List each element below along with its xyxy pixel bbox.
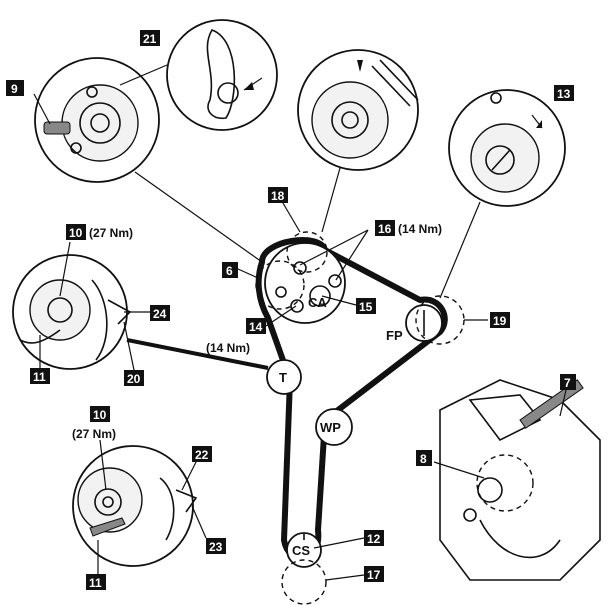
callout-16: 16 [375, 220, 395, 236]
leader-12 [313, 537, 365, 549]
water-pump-pulley: WP [315, 408, 353, 446]
water-pump-label: WP [320, 420, 341, 435]
callout-15: 15 [356, 298, 376, 314]
fuel-pump-pulley: FP [386, 304, 443, 343]
svg-text:13: 13 [557, 87, 571, 101]
crankshaft-pulley: CS [286, 532, 322, 568]
detail-camshaft-locking-pin [34, 57, 160, 183]
camshaft-mark-zone [255, 260, 305, 310]
camshaft-label: CA [308, 295, 327, 310]
crankshaft-label: CS [292, 543, 310, 558]
detail-fuel-pump-timing-mark [448, 89, 566, 207]
camshaft-pulley: CA [264, 242, 346, 324]
fuel-pump-label: FP [386, 328, 403, 343]
leader-16a [299, 229, 369, 266]
leader-14 [265, 305, 297, 327]
callout-24: 24 [150, 305, 170, 321]
callout-11b: 11 [86, 574, 106, 590]
svg-text:11: 11 [89, 576, 102, 590]
detail-tensioner-upper [12, 254, 132, 370]
tensioner-pulley: T [266, 359, 302, 395]
svg-text:10: 10 [69, 226, 83, 240]
callout-21: 21 [140, 30, 160, 46]
svg-text:11: 11 [33, 370, 46, 384]
leader-7 [559, 389, 567, 417]
detail-crankshaft-locking-tool [439, 379, 601, 581]
callout-18: 18 [268, 187, 288, 203]
detail-tensioner-lower [72, 445, 198, 567]
callout-14: 14 [246, 318, 266, 334]
leader-fuel-pump-mark [439, 201, 481, 299]
detail-pin-hole [166, 19, 278, 131]
torque-10b: (27 Nm) [72, 427, 116, 441]
timing-belt [255, 237, 448, 562]
leader-pin-hole [119, 64, 168, 86]
svg-text:14: 14 [249, 320, 263, 334]
torque-14: (14 Nm) [206, 341, 250, 355]
leader-tensioner-upper [126, 338, 269, 370]
svg-text:18: 18 [271, 189, 285, 203]
camshaft-top-zone [286, 231, 328, 273]
svg-text:8: 8 [420, 452, 427, 466]
callout-19: 19 [490, 312, 510, 328]
svg-text:10: 10 [93, 408, 107, 422]
torque-10a: (27 Nm) [89, 226, 133, 240]
svg-text:15: 15 [359, 300, 373, 314]
detail-camshaft-timing-mark [297, 49, 419, 171]
leader-22 [181, 461, 197, 491]
leader-18 [279, 197, 301, 233]
leader-camshaft-detail [134, 171, 263, 263]
callout-7: 7 [560, 374, 576, 390]
leader-camshaft-mark [321, 167, 341, 233]
svg-text:17: 17 [367, 568, 381, 582]
leader-9 [33, 93, 51, 125]
torque-16: (14 Nm) [398, 222, 442, 236]
callout-17: 17 [364, 566, 384, 582]
svg-text:19: 19 [493, 314, 507, 328]
svg-text:16: 16 [378, 222, 392, 236]
callout-13: 13 [554, 85, 574, 101]
svg-text:22: 22 [195, 448, 209, 462]
callout-10a: 10 [66, 224, 86, 240]
svg-text:21: 21 [143, 32, 157, 46]
leader-8 [433, 461, 485, 479]
leader-10b [99, 439, 107, 491]
svg-text:20: 20 [127, 372, 141, 386]
leader-6 [237, 268, 259, 279]
crankshaft-mark-zone [281, 559, 327, 605]
leader-17 [325, 574, 365, 581]
callout-10b: 10 [90, 406, 110, 422]
callout-22: 22 [192, 446, 212, 462]
leader-10a [59, 241, 71, 297]
callout-20: 20 [124, 370, 144, 386]
callout-9: 9 [6, 80, 24, 96]
svg-text:23: 23 [209, 540, 223, 554]
svg-text:24: 24 [153, 307, 167, 321]
callout-23: 23 [206, 538, 226, 554]
callout-6: 6 [222, 262, 238, 278]
svg-text:6: 6 [226, 264, 233, 278]
svg-text:12: 12 [367, 532, 381, 546]
leader-20 [123, 321, 135, 371]
svg-text:7: 7 [564, 376, 571, 390]
callout-12: 12 [364, 530, 384, 546]
leader-23 [191, 505, 207, 539]
callout-11a: 11 [30, 368, 50, 384]
tensioner-label: T [279, 370, 287, 385]
svg-text:9: 9 [11, 82, 18, 96]
crankshaft-tool-zone [476, 454, 534, 512]
leader-16b [335, 229, 369, 281]
leader-15 [321, 295, 357, 306]
callout-8: 8 [416, 450, 432, 466]
